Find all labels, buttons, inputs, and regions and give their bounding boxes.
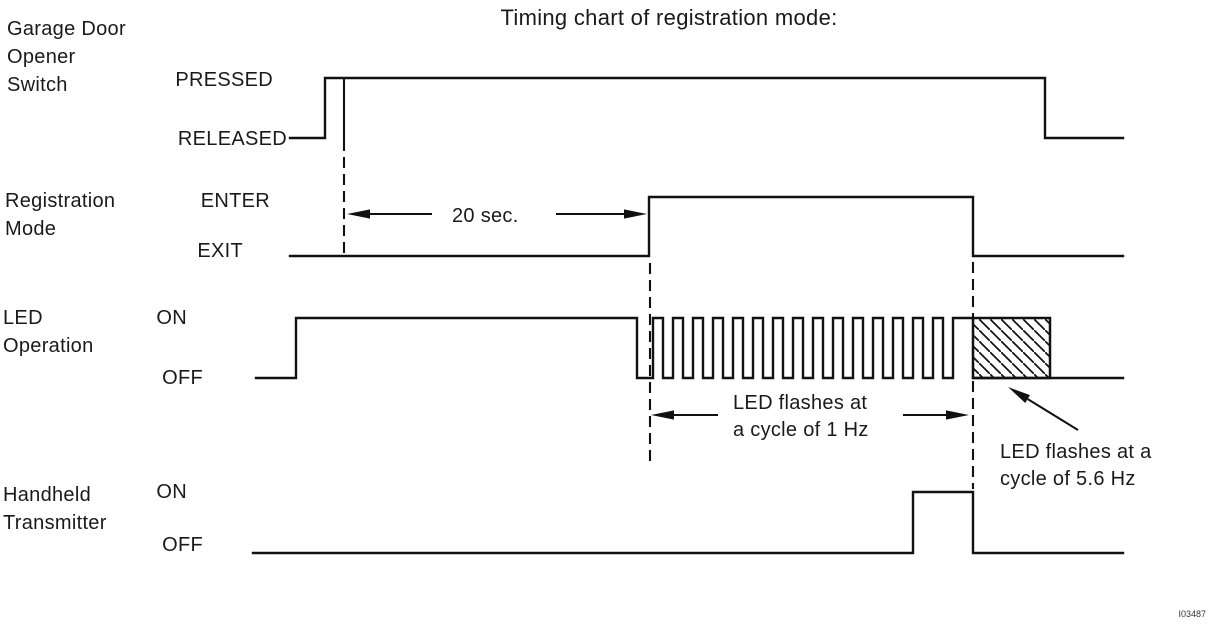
level-label-pressed: PRESSED [175, 69, 273, 91]
fast-flash-hatch-box [971, 316, 1052, 380]
annotation-1hz-line: LED flashes at [733, 392, 868, 414]
level-label-exit: EXIT [197, 240, 243, 262]
figure-code: I03487 [1178, 609, 1206, 619]
level-label-transmitter-off: OFF [162, 534, 203, 556]
signal-group-led-operation: LED Operation [3, 304, 94, 360]
level-label-transmitter-on: ON [156, 481, 187, 503]
diagram-title: Timing chart of registration mode: [500, 5, 838, 30]
annotation-1hz: LED flashes at a cycle of 1 Hz [733, 390, 869, 444]
group-label-line: Mode [5, 218, 57, 240]
annotation-5-6hz-line: LED flashes at a [1000, 441, 1152, 463]
annotation-5-6hz: LED flashes at a cycle of 5.6 Hz [1000, 439, 1152, 493]
annotation-5-6hz-line: cycle of 5.6 Hz [1000, 468, 1136, 490]
annotation-20-sec: 20 sec. [452, 205, 519, 227]
level-label-led-on: ON [156, 307, 187, 329]
group-label-line: Registration [5, 190, 116, 212]
group-label-line: Garage Door [7, 18, 126, 40]
group-label-line: Handheld [3, 484, 92, 506]
arrowhead [946, 410, 969, 420]
signal-group-handheld-transmitter: Handheld Transmitter [3, 481, 107, 537]
group-label-line: Switch [7, 74, 68, 96]
arrow-shaft [1027, 398, 1079, 431]
level-label-enter: ENTER [200, 190, 270, 212]
level-label-released: RELEASED [177, 128, 287, 150]
annotation-1hz-line: a cycle of 1 Hz [733, 419, 869, 441]
level-label-led-off: OFF [162, 367, 203, 389]
led-operation-wave [254, 316, 975, 380]
arrowhead [651, 410, 674, 420]
signal-group-registration-mode: Registration Mode [5, 187, 115, 243]
arrowhead [347, 209, 370, 219]
registration-mode-wave [288, 195, 1125, 258]
signal-group-garage-door-switch: Garage Door Opener Switch [7, 15, 126, 99]
garage-door-opener-switch-wave [288, 76, 1125, 140]
group-label-line: Transmitter [3, 512, 107, 534]
arrowhead [624, 209, 647, 219]
group-label-line: Operation [3, 335, 94, 357]
arrowhead [1008, 387, 1031, 403]
handheld-transmitter-wave [251, 490, 1125, 555]
group-label-line: LED [3, 307, 43, 329]
group-label-line: Opener [7, 46, 76, 68]
